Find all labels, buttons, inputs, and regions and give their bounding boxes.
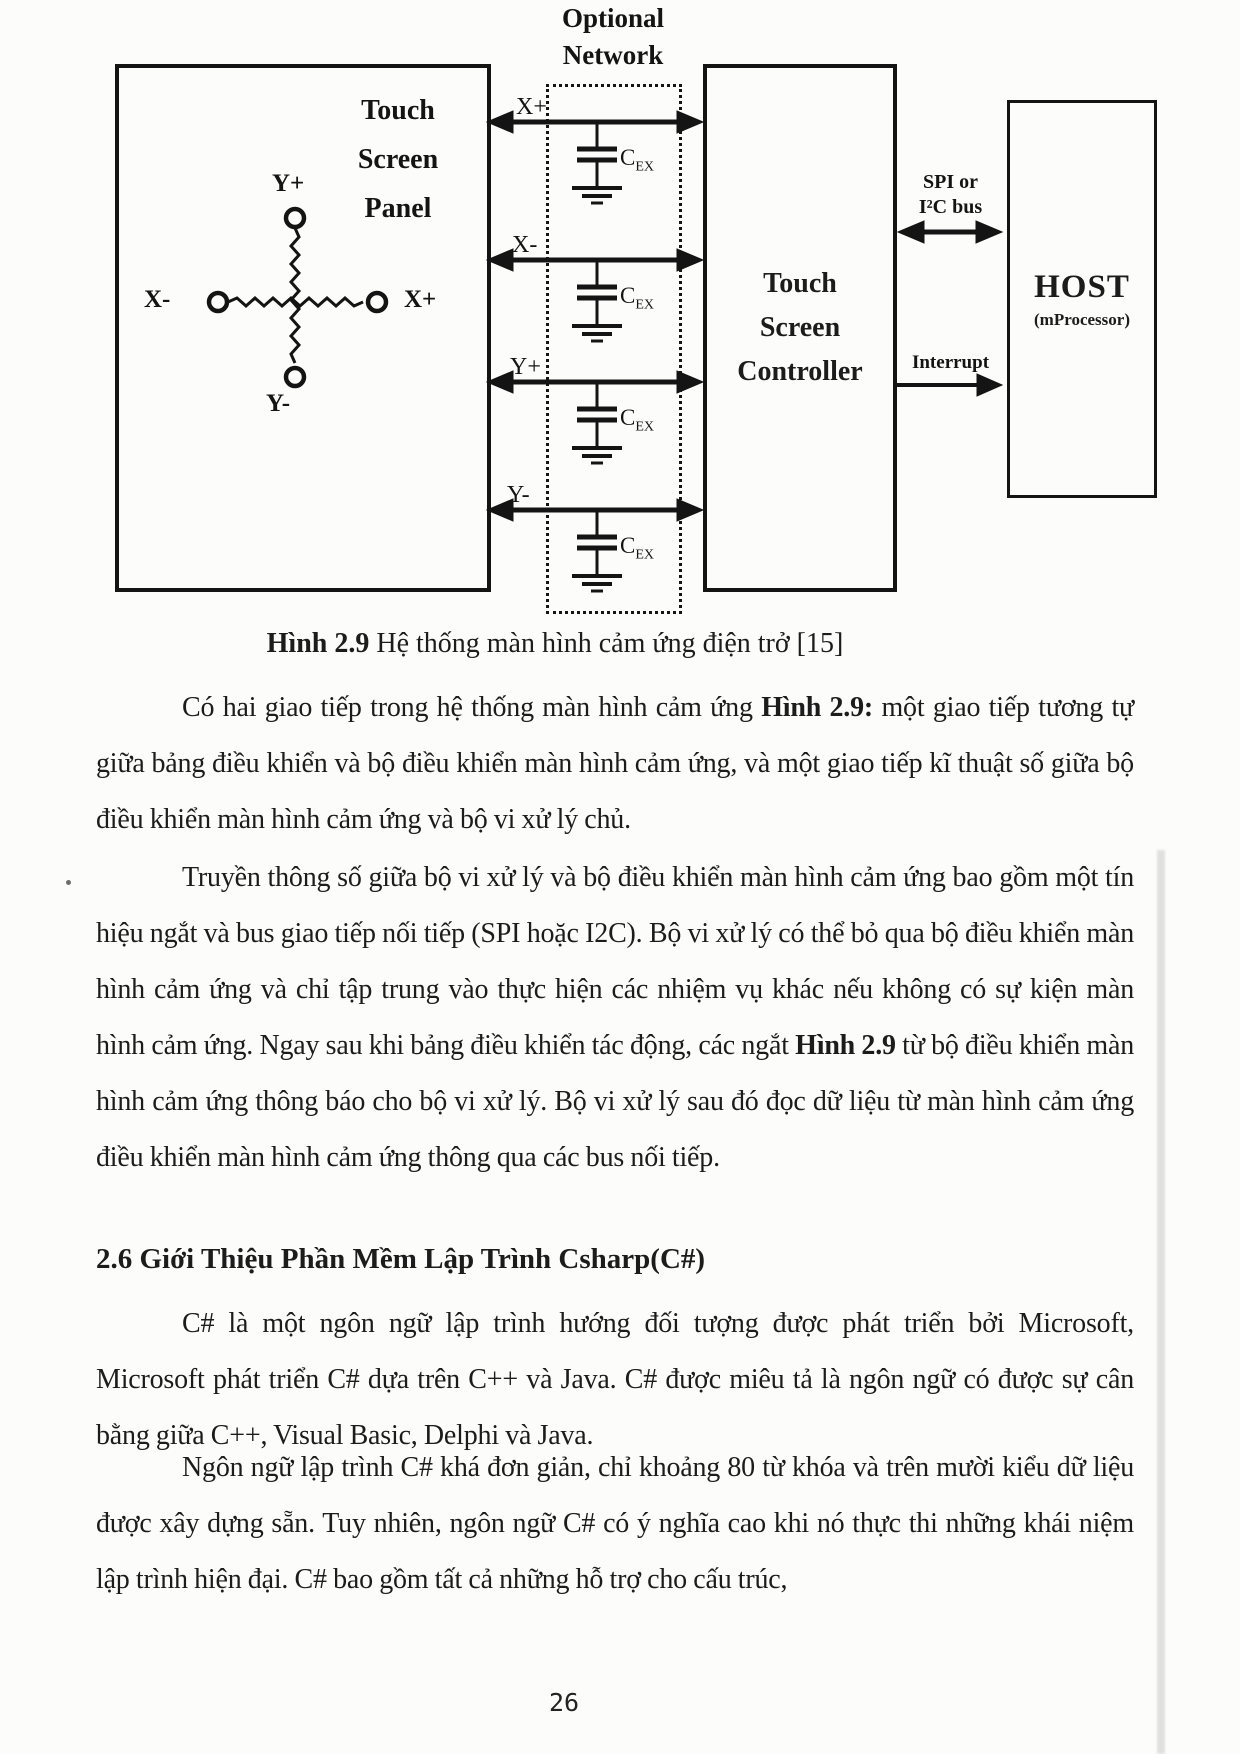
paragraph-2: Truyền thông số giữa bộ vi xử lý và bộ đ… bbox=[96, 862, 1134, 1173]
figure-caption-number: Hình 2.9 bbox=[266, 628, 370, 659]
touch-screen-panel-box bbox=[115, 64, 491, 592]
capacitor-symbols bbox=[572, 124, 622, 593]
interrupt-arrow bbox=[894, 373, 1004, 397]
paragraph-3: C# là một ngôn ngữ lập trình hướng đối t… bbox=[96, 1308, 1134, 1451]
host-box: HOST (mProcessor) bbox=[1007, 100, 1157, 498]
optional-network-box bbox=[546, 84, 682, 614]
host-subtitle: (mProcessor) bbox=[1034, 309, 1130, 329]
signal-label-x-minus: X- bbox=[512, 232, 538, 258]
cap-label-2: CEX bbox=[620, 283, 655, 313]
terminal-label-x-minus: X- bbox=[144, 286, 171, 313]
spi-bus-arrow bbox=[896, 220, 1004, 244]
signal-label-y-minus: Y- bbox=[507, 482, 530, 508]
optional-network-label: Optional Network bbox=[561, 3, 665, 70]
figure-2-9-diagram: Touch Screen Panel Touch Screen Controll… bbox=[0, 0, 1240, 625]
panel-label-line2: Screen bbox=[357, 144, 439, 175]
signal-arrows bbox=[485, 110, 705, 522]
touch-screen-controller-box: Touch Screen Controller bbox=[703, 64, 897, 592]
cap-label-4: CEX bbox=[620, 533, 655, 563]
scan-artifact-dot bbox=[66, 880, 71, 885]
cap-label-1: CEX bbox=[620, 145, 655, 175]
terminal-label-x-plus: X+ bbox=[404, 286, 437, 313]
figure-caption-text: Hệ thống màn hình cảm ứng điện trở [15] bbox=[369, 628, 844, 659]
signal-label-x-plus: X+ bbox=[516, 94, 547, 120]
page-number: 26 bbox=[548, 1688, 580, 1717]
signal-label-y-plus: Y+ bbox=[510, 354, 541, 380]
paragraph-1: Có hai giao tiếp trong hệ thống màn hình… bbox=[96, 692, 1135, 835]
controller-label: Touch Screen Controller bbox=[737, 268, 863, 387]
spi-i2c-bus-label: SPI or I²C bus bbox=[918, 171, 983, 218]
panel-label: Touch Screen Panel bbox=[322, 86, 474, 233]
diagram-graphics bbox=[206, 110, 1004, 593]
paragraph-4: Ngôn ngữ lập trình C# khá đơn giản, chỉ … bbox=[96, 1452, 1134, 1595]
section-heading: 2.6 Giới Thiệu Phần Mềm Lập Trình Csharp… bbox=[96, 1243, 706, 1275]
figure-caption: Hình 2.9 Hệ thống màn hình cảm ứng điện … bbox=[0, 628, 1110, 660]
panel-label-line1: Touch bbox=[361, 95, 435, 126]
terminal-label-y-minus: Y- bbox=[266, 390, 291, 417]
cap-label-3: CEX bbox=[620, 405, 655, 435]
scan-artifact-streak bbox=[1157, 850, 1165, 1754]
interrupt-label: Interrupt bbox=[911, 352, 990, 373]
terminal-label-y-plus: Y+ bbox=[272, 170, 305, 197]
host-title: HOST bbox=[1034, 268, 1130, 305]
panel-label-line3: Panel bbox=[364, 193, 432, 224]
resistive-crosshair bbox=[206, 206, 389, 389]
